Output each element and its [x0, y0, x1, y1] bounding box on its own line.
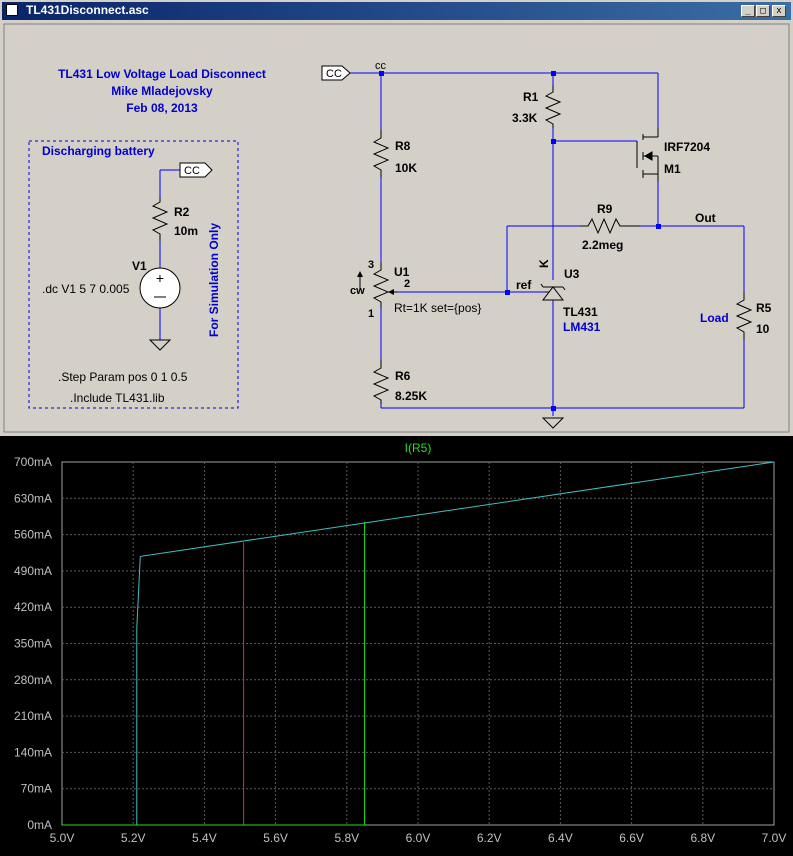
y-tick-label: 630mA: [14, 491, 52, 505]
window-title: TL431Disconnect.asc: [26, 3, 149, 17]
y-tick-label: 70mA: [21, 782, 52, 796]
x-tick-label: 5.4V: [192, 831, 217, 845]
schematic-date: Feb 08, 2013: [126, 101, 198, 115]
r1-name: R1: [523, 90, 539, 104]
cc-port-label: CC: [326, 68, 342, 80]
m1-name: M1: [664, 162, 681, 176]
u1-cw-arrow-icon: [357, 271, 363, 277]
r6-resistor[interactable]: [372, 360, 390, 404]
r1-value: 3.3K: [512, 111, 538, 125]
x-tick-label: 6.8V: [690, 831, 715, 845]
x-tick-label: 6.0V: [406, 831, 431, 845]
m1-part: IRF7204: [664, 140, 710, 154]
step-command[interactable]: .Step Param pos 0 1 0.5: [58, 370, 188, 384]
r9-name: R9: [597, 202, 613, 216]
v1-source[interactable]: [139, 267, 181, 309]
r8-value: 10K: [395, 161, 417, 175]
u3-tl431[interactable]: [540, 283, 566, 301]
r2-name: R2: [174, 205, 190, 219]
schematic-author: Mike Mladejovsky: [111, 84, 213, 98]
sim-ground-icon: [148, 339, 172, 351]
u3-name: U3: [564, 267, 580, 281]
u1-cw-label: cw: [350, 285, 365, 297]
cc-net-label: cc: [375, 60, 387, 72]
x-tick-label: 7.0V: [762, 831, 787, 845]
y-tick-label: 140mA: [14, 745, 52, 759]
waveform-plot[interactable]: 5.0V 5.2V 5.4V 5.6V 5.8V 6.0V 6.2V 6.4V 6.6V 6.8V…: [0, 436, 793, 856]
sim-box-label: Discharging battery: [42, 144, 155, 158]
r8-name: R8: [395, 139, 411, 153]
trace-1[interactable]: [62, 542, 245, 826]
y-tick-label: 350mA: [14, 637, 52, 651]
v1-plus-icon: +: [156, 270, 164, 286]
ground-icon: [541, 417, 565, 429]
x-tick-label: 6.4V: [548, 831, 573, 845]
sim-cc-port-label: CC: [184, 165, 200, 177]
u1-wiper-arrow-icon: [388, 289, 394, 295]
r6-value: 8.25K: [395, 389, 427, 403]
close-button[interactable]: x: [772, 5, 786, 17]
simulation-box: [28, 140, 239, 409]
r5-resistor[interactable]: [735, 292, 753, 340]
minimize-button[interactable]: _: [741, 5, 755, 17]
schematic-window: TL431Disconnect.asc _ □ x TL431 Low Volt…: [0, 2, 793, 436]
u3-model: LM431: [563, 320, 601, 334]
circuit-wires: [350, 72, 745, 416]
r9-value: 2.2meg: [582, 238, 623, 252]
chart-title: I(R5): [405, 441, 432, 455]
sim-wires: [159, 169, 180, 340]
r5-value: 10: [756, 322, 770, 336]
u1-params: Rt=1K set={pos}: [394, 301, 481, 315]
r9-resistor[interactable]: [580, 217, 640, 235]
u1-name: U1: [394, 265, 410, 279]
y-tick-label: 280mA: [14, 673, 52, 687]
sim-only-label: For Simulation Only: [207, 223, 221, 337]
waveform-viewer[interactable]: 5.0V 5.2V 5.4V 5.6V 5.8V 6.0V 6.2V 6.4V 6.6V 6.8V…: [0, 436, 793, 856]
out-net-label: Out: [695, 211, 716, 225]
schematic-canvas[interactable]: TL431 Low Voltage Load Disconnect Mike M…: [0, 20, 793, 436]
u3-ref-label: ref: [516, 278, 532, 292]
m1-mosfet[interactable]: [636, 128, 659, 182]
junction-dots: [379, 71, 661, 411]
v1-name: V1: [132, 259, 147, 273]
u3-k-label: K: [537, 259, 551, 268]
r2-resistor[interactable]: [151, 197, 169, 241]
y-tick-label: 0mA: [27, 818, 52, 832]
y-tick-label: 490mA: [14, 564, 52, 578]
u1-pin1: 1: [368, 308, 374, 320]
x-tick-label: 5.0V: [50, 831, 75, 845]
schematic-doc-icon: [6, 4, 18, 16]
x-tick-label: 5.2V: [121, 831, 146, 845]
x-tick-label: 5.6V: [263, 831, 288, 845]
title-bar[interactable]: TL431Disconnect.asc _ □ x: [2, 2, 791, 20]
include-command[interactable]: .Include TL431.lib: [70, 391, 165, 405]
schematic-title: TL431 Low Voltage Load Disconnect: [58, 67, 266, 81]
u1-pin3: 3: [368, 259, 374, 271]
x-tick-label: 6.6V: [619, 831, 644, 845]
y-tick-label: 700mA: [14, 455, 52, 469]
u3-part: TL431: [563, 305, 598, 319]
r2-value: 10m: [174, 224, 198, 238]
u1-potentiometer[interactable]: [372, 262, 390, 308]
x-tick-label: 5.8V: [334, 831, 359, 845]
sim-cc-port[interactable]: [179, 162, 213, 178]
r1-resistor[interactable]: [544, 85, 562, 128]
r5-load-label: Load: [700, 311, 729, 325]
x-tick-label: 6.2V: [477, 831, 502, 845]
y-tick-label: 420mA: [14, 600, 52, 614]
maximize-button[interactable]: □: [756, 5, 770, 17]
cc-port[interactable]: [321, 65, 351, 81]
r8-resistor[interactable]: [372, 130, 390, 178]
r6-name: R6: [395, 369, 411, 383]
u1-pin2: 2: [404, 278, 410, 290]
y-tick-label: 560mA: [14, 528, 52, 542]
dc-command[interactable]: .dc V1 5 7 0.005: [42, 282, 130, 296]
y-tick-label: 210mA: [14, 709, 52, 723]
r5-name: R5: [756, 301, 772, 315]
trace-2[interactable]: [62, 521, 366, 826]
